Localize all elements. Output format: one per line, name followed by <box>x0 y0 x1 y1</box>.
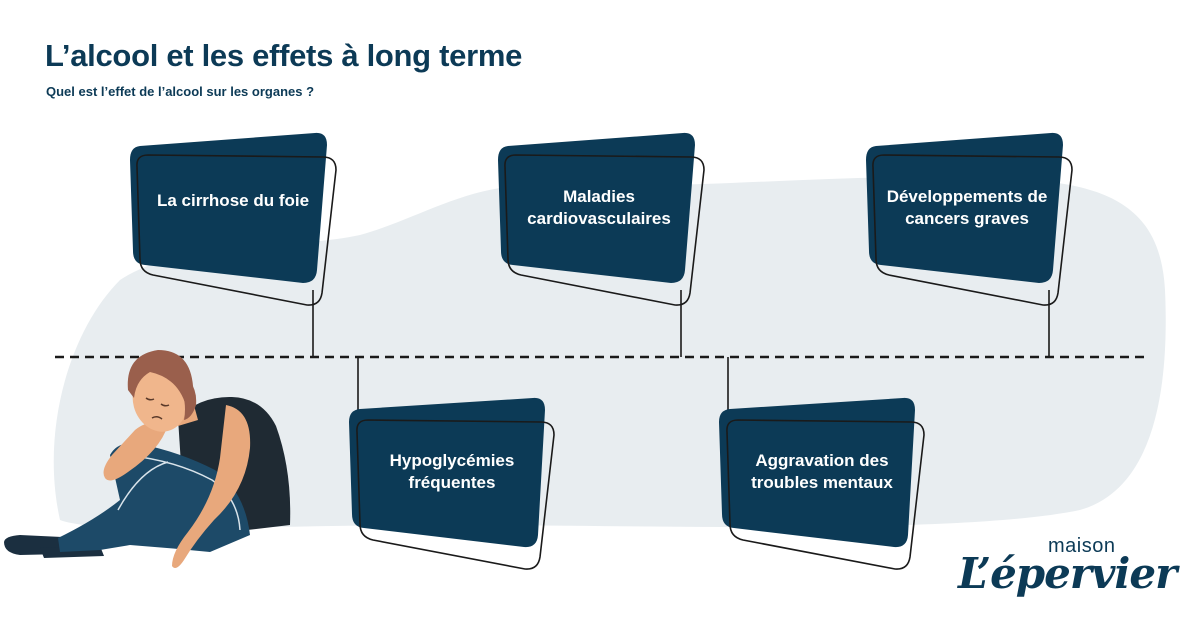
card-label-cancers: Développements de cancers graves <box>886 187 1048 228</box>
logo-brand-text: L’épervier <box>958 549 1177 598</box>
card-label-mental: Aggravation des troubles mentaux <box>751 451 893 492</box>
sad-person-illustration <box>4 350 291 568</box>
card-cirrhose <box>130 132 337 306</box>
card-label-cardio: Maladies cardiovasculaires <box>527 187 671 228</box>
eye-right <box>160 403 170 407</box>
hair <box>127 350 194 406</box>
card-hypo <box>349 397 555 570</box>
eye-left <box>145 397 155 401</box>
arm-right <box>172 405 251 568</box>
card-label-hypo: Hypoglycémies fréquentes <box>389 451 515 492</box>
page-subtitle: Quel est l’effet de l’alcool sur les org… <box>46 84 315 99</box>
card-label-cirrhose: La cirrhose du foie <box>156 191 310 210</box>
card-cardio <box>498 132 705 306</box>
page-title: L’alcool et les effets à long terme <box>45 38 523 73</box>
brand-logo: maison L’épervier <box>958 535 1177 605</box>
leg-highlight-2 <box>117 461 169 511</box>
card-mental <box>719 397 925 570</box>
logo-maison-text: maison <box>1048 535 1116 557</box>
mouth <box>151 415 163 420</box>
card-cancers <box>866 132 1073 306</box>
hair-side <box>176 372 197 420</box>
arm-left <box>103 422 168 481</box>
leg-highlight <box>124 454 241 531</box>
